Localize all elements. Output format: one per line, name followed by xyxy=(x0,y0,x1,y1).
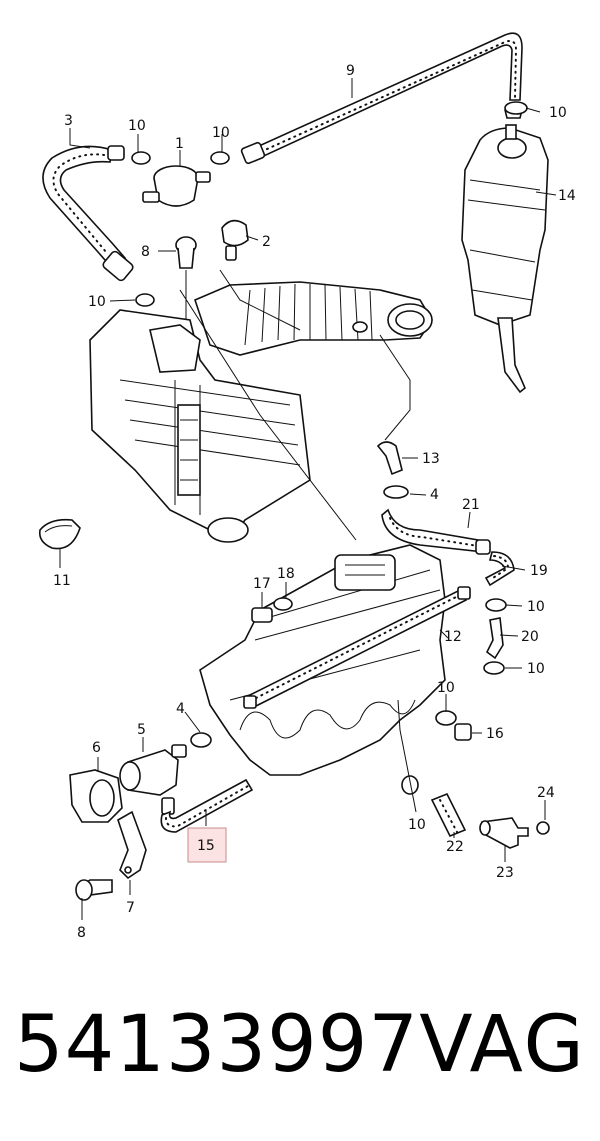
callout-16: 16 xyxy=(486,726,504,742)
brand-name: VAG xyxy=(419,1000,586,1090)
valve-1 xyxy=(142,165,211,207)
part-6 xyxy=(69,769,123,823)
callout-labels: 1 2 3 4 4 5 6 7 8 8 9 10 10 10 10 10 10 … xyxy=(53,63,576,941)
callout-12: 12 xyxy=(444,629,462,645)
callout-15: 15 xyxy=(197,838,215,854)
hose-21 xyxy=(381,508,515,587)
leader-lines xyxy=(59,78,557,920)
callout-17: 17 xyxy=(253,576,271,592)
callout-5: 5 xyxy=(137,722,146,738)
callout-13: 13 xyxy=(422,451,440,467)
callout-18: 18 xyxy=(277,566,295,582)
hose-3 xyxy=(42,145,134,282)
callout-7: 7 xyxy=(126,900,135,916)
callout-6: 6 xyxy=(92,740,101,756)
callout-1: 1 xyxy=(175,136,184,152)
air-filter-housing xyxy=(89,309,311,543)
hose-22 xyxy=(430,792,467,838)
callout-23: 23 xyxy=(496,865,514,881)
callout-8b: 8 xyxy=(77,925,86,941)
callout-14: 14 xyxy=(558,188,576,204)
callout-10c: 10 xyxy=(549,105,567,121)
intake-hose xyxy=(194,281,433,356)
callout-10e: 10 xyxy=(527,599,545,615)
bolt-8 xyxy=(75,879,113,901)
footer: 54133997 VAG xyxy=(0,995,600,1105)
hose-9 xyxy=(240,32,523,165)
part-16 xyxy=(454,723,472,741)
callout-4a: 4 xyxy=(430,487,439,503)
clamp-4-left xyxy=(190,732,212,748)
highlight-box-15 xyxy=(187,827,227,863)
callout-10f: 10 xyxy=(527,661,545,677)
callout-11: 11 xyxy=(53,573,71,589)
callout-22: 22 xyxy=(446,839,464,855)
fitting-23 xyxy=(479,817,529,849)
callout-19: 19 xyxy=(530,563,548,579)
callout-10d: 10 xyxy=(88,294,106,310)
callout-8a: 8 xyxy=(141,244,150,260)
elbow-13 xyxy=(376,441,409,499)
callout-24: 24 xyxy=(537,785,555,801)
valve-5 xyxy=(119,744,187,815)
clamp-2 xyxy=(221,219,249,261)
callout-2: 2 xyxy=(262,234,271,250)
callout-4b: 4 xyxy=(176,701,185,717)
callout-9: 9 xyxy=(346,63,355,79)
callout-10h: 10 xyxy=(408,817,426,833)
clip-11 xyxy=(38,518,81,550)
part-24 xyxy=(536,821,550,835)
callout-10g: 10 xyxy=(437,680,455,696)
hose-20 xyxy=(485,617,504,660)
hose-15 xyxy=(160,778,254,833)
bracket-7 xyxy=(117,810,147,880)
callout-10b: 10 xyxy=(212,125,230,141)
parts-17-18 xyxy=(251,597,293,623)
callout-3: 3 xyxy=(64,113,73,129)
part-number: 54133997 xyxy=(14,1000,420,1090)
cap-8 xyxy=(175,236,197,269)
part-14 xyxy=(461,104,549,394)
hose-12 xyxy=(243,586,471,709)
callout-20: 20 xyxy=(521,629,539,645)
clamps-10-right xyxy=(401,598,507,795)
callout-21: 21 xyxy=(462,497,480,513)
parts-diagram: 1 2 3 4 4 5 6 7 8 8 9 10 10 10 10 10 10 … xyxy=(38,32,576,941)
callout-10a: 10 xyxy=(128,118,146,134)
